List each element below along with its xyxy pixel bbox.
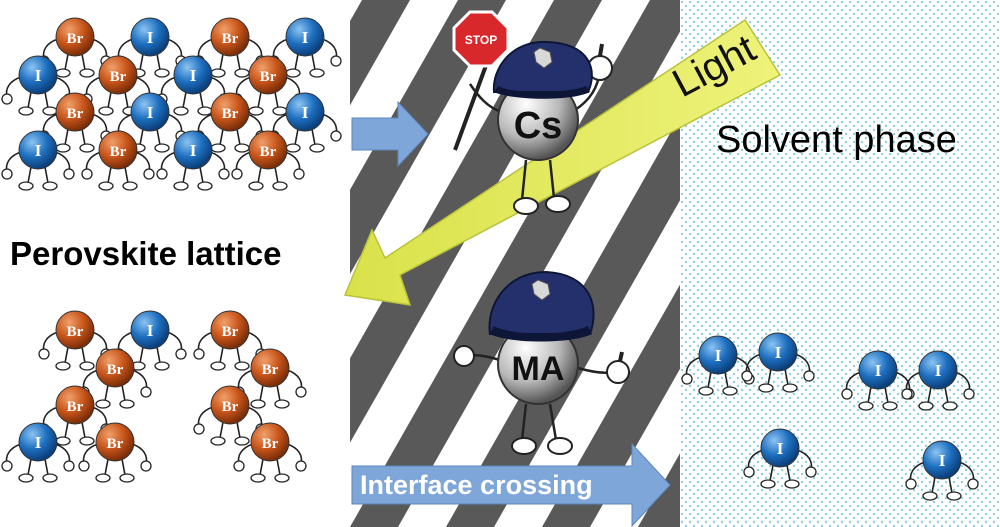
- iodide-label: I: [775, 343, 782, 362]
- bromide-label: Br: [260, 69, 277, 85]
- iodide-ion: I: [741, 332, 815, 393]
- bromide-label: Br: [222, 399, 239, 415]
- iodide-label: I: [715, 346, 722, 365]
- bromide-label: Br: [107, 362, 124, 378]
- bromide-label: Br: [222, 324, 239, 340]
- iodide-label: I: [35, 66, 42, 85]
- iodide-ion: I: [1, 422, 75, 483]
- thumbs-up-icon: [606, 360, 630, 384]
- bromide-label: Br: [110, 69, 127, 85]
- bromide-ion: Br: [81, 130, 155, 191]
- iodide-label: I: [875, 361, 882, 380]
- iodide-label: I: [147, 103, 154, 122]
- bromide-label: Br: [222, 106, 239, 122]
- stop-sign-icon: [452, 10, 510, 68]
- iodide-ion: I: [841, 350, 915, 411]
- iodide-ion: I: [156, 130, 230, 191]
- bromide-ion: Br: [193, 310, 267, 371]
- iodide-label: I: [302, 103, 309, 122]
- iodide-label: I: [935, 361, 942, 380]
- bromide-label: Br: [107, 436, 124, 452]
- interface-crossing-arrow: Interface crossing: [351, 442, 671, 527]
- iodide-label: I: [777, 439, 784, 458]
- iodide-label: I: [302, 28, 309, 47]
- stop-sign-label: STOP: [465, 33, 497, 47]
- bromide-label: Br: [67, 324, 84, 340]
- police-hat-icon: [488, 270, 595, 335]
- iodide-label: I: [190, 141, 197, 160]
- cs-label: Cs: [514, 105, 563, 147]
- iodide-ion: I: [1, 55, 75, 116]
- iodide-label: I: [35, 433, 42, 452]
- interface-stripe: [350, 0, 506, 275]
- bromide-ion: Br: [78, 348, 152, 409]
- iodide-ion: I: [743, 428, 817, 489]
- cs-police-cation: STOP Cs: [452, 10, 613, 215]
- interface-crossing-label: Interface crossing: [360, 470, 593, 500]
- bromide-ion: Br: [78, 422, 152, 483]
- ma-label: MA: [512, 350, 565, 388]
- bromide-label: Br: [260, 144, 277, 160]
- bromide-label: Br: [110, 144, 127, 160]
- iodide-ion: I: [901, 350, 975, 411]
- iodide-ion: I: [681, 335, 755, 396]
- small-arrow: [351, 100, 429, 168]
- bromide-label: Br: [262, 362, 279, 378]
- bromide-ion: Br: [233, 422, 307, 483]
- bromide-label: Br: [67, 399, 84, 415]
- iodide-ion: I: [905, 440, 979, 501]
- bromide-ion: Br: [231, 130, 305, 191]
- perovskite-lattice-label: Perovskite lattice: [10, 235, 281, 272]
- interface-stripe: [350, 0, 410, 106]
- bromide-label: Br: [262, 436, 279, 452]
- iodide-label: I: [190, 66, 197, 85]
- iodide-label: I: [147, 321, 154, 340]
- iodide-ion: I: [1, 130, 75, 191]
- iodide-label: I: [35, 141, 42, 160]
- solvent-phase-label: Solvent phase: [716, 119, 957, 161]
- ma-police-cation: MA: [453, 270, 630, 455]
- bromide-label: Br: [222, 31, 239, 47]
- bromide-label: Br: [67, 31, 84, 47]
- iodide-label: I: [939, 451, 946, 470]
- iodide-label: I: [147, 28, 154, 47]
- bromide-label: Br: [67, 106, 84, 122]
